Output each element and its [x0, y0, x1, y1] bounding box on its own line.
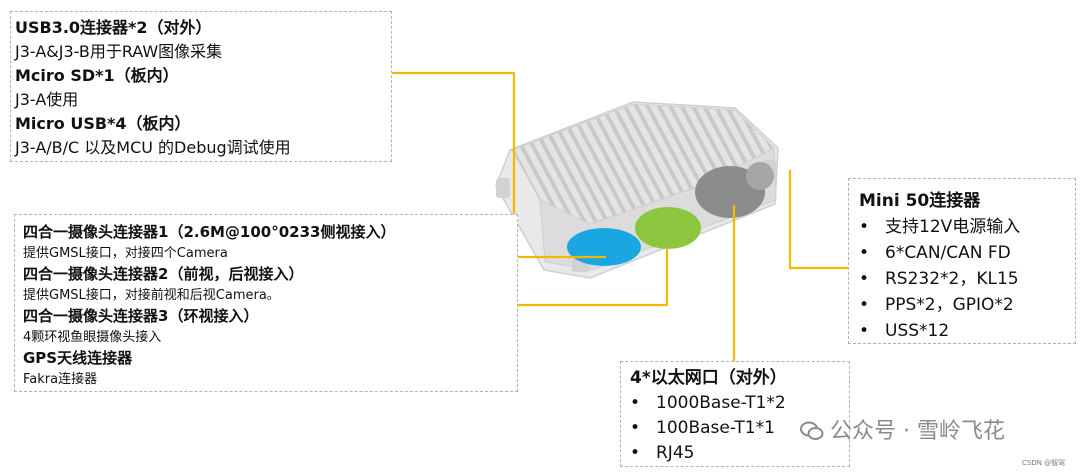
ethernet-item: RJ45	[630, 441, 849, 466]
ethernet-ports-callout: 4*以太网口（对外） 1000Base-T1*2 100Base-T1*1 RJ…	[620, 361, 850, 467]
usb3-heading: USB3.0连接器*2（对外）	[15, 18, 212, 37]
watermark: 公众号 · 雪岭飞花	[800, 413, 1005, 448]
ethernet-item: 1000Base-T1*2	[630, 391, 849, 416]
mini50-item: 6*CAN/CAN FD	[859, 240, 1075, 266]
credit-text: CSDN @智驾	[1022, 459, 1066, 467]
camera-connector-1-heading: 四合一摄像头连接器1（2.6M@100°0233侧视接入）	[23, 223, 396, 241]
camera-connector-blue-port	[567, 228, 641, 266]
micro-usb-heading: Micro USB*4（板内）	[15, 114, 191, 133]
watermark-text: 公众号 · 雪岭飞花	[830, 419, 1005, 444]
mini50-item: PPS*2，GPIO*2	[859, 292, 1075, 318]
mini50-item: USS*12	[859, 318, 1075, 344]
leader-line-usb	[392, 71, 606, 259]
camera-connectors-callout: 四合一摄像头连接器1（2.6M@100°0233侧视接入） 提供GMSL接口，对…	[14, 214, 518, 392]
ethernet-heading: 4*以太网口（对外）	[630, 368, 787, 388]
microsd-heading: Mciro SD*1（板内）	[15, 66, 179, 85]
mini50-heading: Mini 50连接器	[859, 191, 981, 211]
micro-usb-description: J3-A/B/C 以及MCU 的Debug调试使用	[15, 138, 291, 157]
camera-connector-green-port	[635, 207, 701, 249]
camera-connector-1-description: 提供GMSL接口，对接四个Camera	[23, 246, 228, 261]
usb3-description: J3-A&J3-B用于RAW图像采集	[15, 42, 223, 61]
ethernet-item: 100Base-T1*1	[630, 416, 849, 441]
camera-connector-2-heading: 四合一摄像头连接器2（前视，后视接入）	[23, 265, 304, 283]
ethernet-list: 1000Base-T1*2 100Base-T1*1 RJ45	[630, 391, 849, 466]
leader-line-mini50	[788, 170, 848, 270]
mini50-connector-callout: Mini 50连接器 支持12V电源输入 6*CAN/CAN FD RS232*…	[848, 178, 1076, 344]
leader-line-camera	[518, 248, 669, 307]
camera-connector-3-description: 4颗环视鱼眼摄像头接入	[23, 330, 162, 345]
gps-connector-heading: GPS天线连接器	[23, 349, 133, 367]
camera-connector-2-description: 提供GMSL接口，对接前视和后视Camera。	[23, 288, 280, 303]
microsd-description: J3-A使用	[15, 90, 79, 109]
gps-connector-description: Fakra连接器	[23, 372, 98, 387]
mini50-connector-port	[746, 162, 774, 190]
wechat-icon	[800, 420, 824, 448]
mini50-item: 支持12V电源输入	[859, 214, 1075, 240]
usb-connectors-callout: USB3.0连接器*2（对外） J3-A&J3-B用于RAW图像采集 Mciro…	[10, 11, 392, 162]
mini50-list: 支持12V电源输入 6*CAN/CAN FD RS232*2，KL15 PPS*…	[859, 214, 1075, 344]
camera-connector-3-heading: 四合一摄像头连接器3（环视接入）	[23, 307, 259, 325]
mini50-item: RS232*2，KL15	[859, 266, 1075, 292]
